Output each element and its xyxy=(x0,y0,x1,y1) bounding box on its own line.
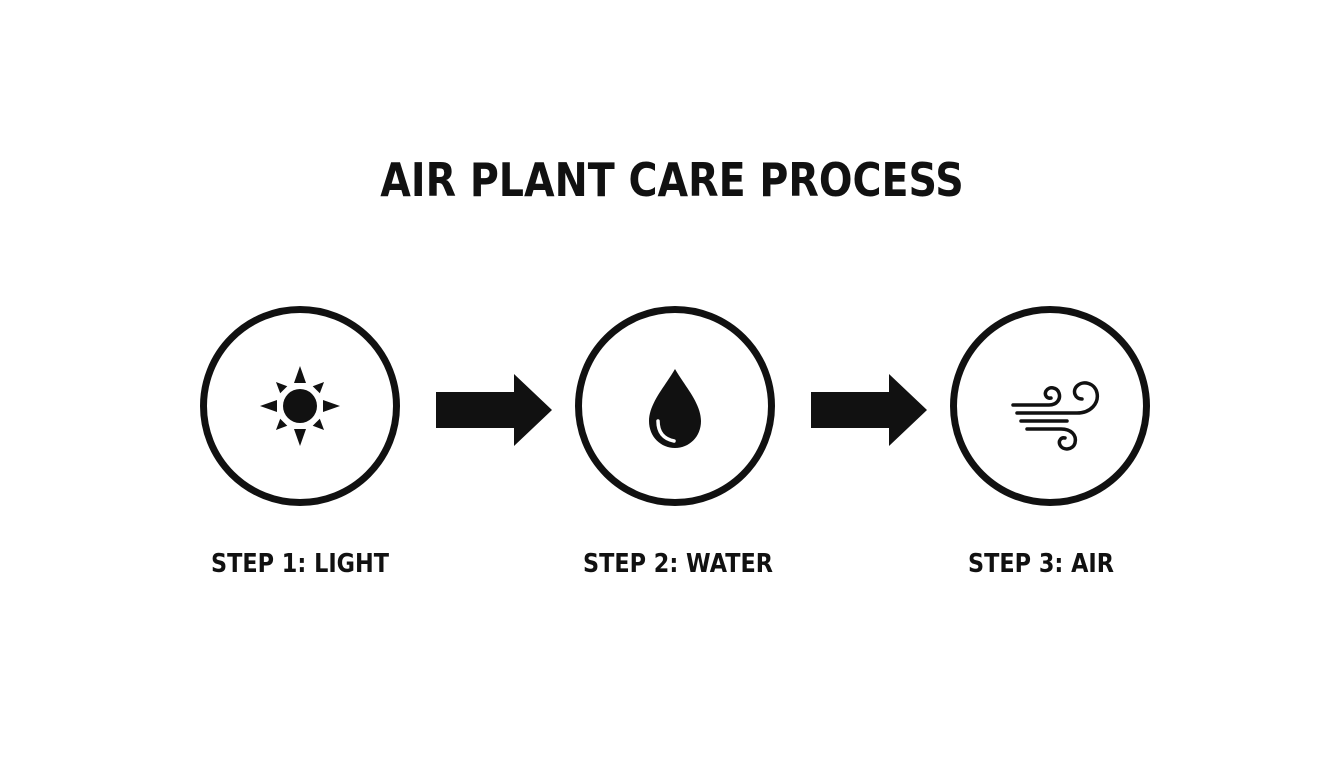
step-1-circle xyxy=(200,306,400,506)
sun-icon xyxy=(260,366,340,446)
step-3-label: STEP 3: AIR xyxy=(968,549,1114,579)
step-2-circle xyxy=(575,306,775,506)
water-drop-icon xyxy=(649,369,701,448)
wind-icon xyxy=(1011,381,1100,451)
step-3-circle xyxy=(950,306,1150,506)
step-1-label: STEP 1: LIGHT xyxy=(211,549,389,579)
diagram-title: AIR PLANT CARE PROCESS xyxy=(380,153,964,207)
step-2-label: STEP 2: WATER xyxy=(582,549,774,579)
arrow-2-to-3 xyxy=(811,374,927,446)
arrow-1-to-2 xyxy=(436,374,552,446)
